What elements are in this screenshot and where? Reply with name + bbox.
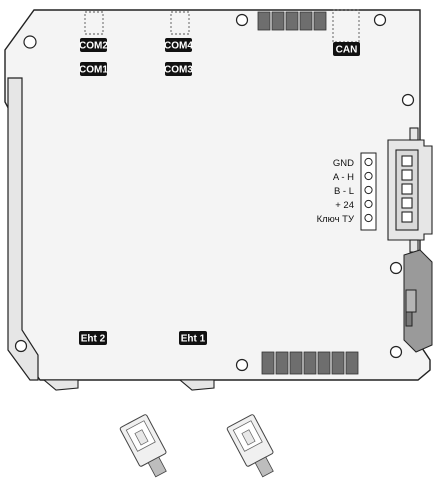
pin-label-kluch-tu: Ключ ТУ (317, 214, 355, 225)
eth1-label: Eht 1 (179, 331, 207, 345)
pin-label-gnd: GND (333, 158, 354, 169)
pin-label-b-l: B - L (334, 186, 354, 197)
eth2-label: Eht 2 (79, 331, 107, 345)
din-clip (403, 249, 433, 353)
terminal-pins (360, 152, 377, 231)
com2-label: COM2 (79, 38, 108, 52)
top-connector-block (257, 11, 327, 31)
svg-text:Eht 2: Eht 2 (81, 334, 106, 345)
svg-text:CAN: CAN (336, 45, 358, 56)
svg-text:Eht 1: Eht 1 (181, 334, 206, 345)
rj45-plug-right (226, 414, 274, 478)
rj45-plug-left (119, 414, 167, 478)
ethernet-port-tabs (42, 379, 215, 391)
top-connector-outlines (84, 9, 360, 43)
pin-label-a-h: A - H (333, 172, 354, 183)
terminal-plug (387, 127, 433, 253)
com1-label: COM1 (79, 62, 108, 76)
can-label: CAN (333, 42, 360, 56)
svg-text:COM3: COM3 (164, 65, 193, 76)
pin-label-24v: + 24 (335, 200, 354, 211)
com3-label: COM3 (164, 62, 193, 76)
svg-text:COM2: COM2 (79, 41, 108, 52)
bottom-connector-block (261, 351, 359, 375)
com4-label: COM4 (164, 38, 193, 52)
mounting-holes (14, 13, 415, 372)
svg-text:COM1: COM1 (79, 65, 108, 76)
svg-text:COM4: COM4 (164, 41, 193, 52)
terminal-pin-labels: GND A - H B - L + 24 Ключ ТУ (317, 158, 355, 225)
